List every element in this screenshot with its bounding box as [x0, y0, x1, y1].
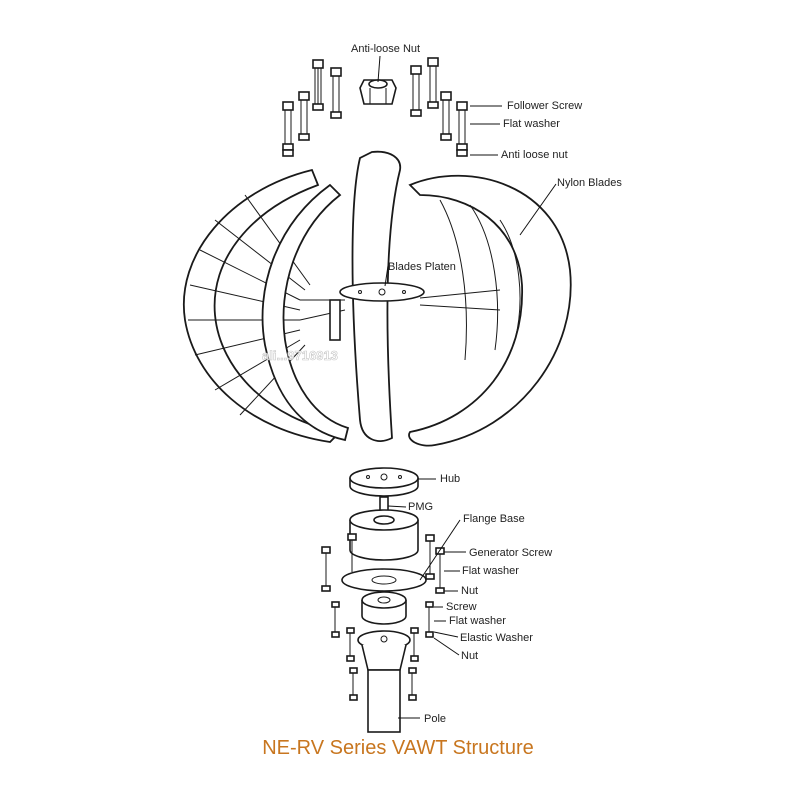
flange-screws	[331, 601, 434, 662]
pole	[367, 669, 401, 733]
anti-loose-nut-small	[282, 149, 294, 157]
label-pole: Pole	[424, 713, 446, 725]
label-flat-washer-mid: Flat washer	[462, 565, 519, 577]
label-nut-mid: Nut	[461, 585, 478, 597]
generator-screws	[321, 533, 445, 594]
top-bolts	[282, 57, 468, 157]
label-nut-low: Nut	[461, 650, 478, 662]
blade-support	[329, 299, 341, 341]
anti-loose-nut-large	[359, 79, 397, 105]
pmg-generator	[349, 496, 419, 561]
blades-platen	[339, 282, 425, 302]
pole-screws	[349, 667, 417, 701]
label-flat-washer-top: Flat washer	[503, 118, 560, 130]
blade-fins	[439, 199, 521, 361]
follower-screw-bolt	[440, 91, 452, 141]
label-anti-loose-nut: Anti loose nut	[501, 149, 568, 161]
leader-lines	[377, 55, 557, 719]
label-screw: Screw	[446, 601, 477, 613]
follower-screw-bolt	[330, 67, 342, 119]
flange-base	[361, 591, 407, 625]
follower-screw-bolt	[298, 91, 310, 141]
pole-mount	[357, 630, 411, 733]
follower-screw-bolt	[410, 65, 422, 117]
follower-screw-bolt	[427, 57, 439, 109]
nylon-blades-assembly	[182, 150, 572, 447]
watermark: ali...9716913	[262, 348, 338, 363]
label-pmg: PMG	[408, 501, 433, 513]
label-follower-screw: Follower Screw	[507, 100, 582, 112]
label-generator-screw: Generator Screw	[469, 547, 552, 559]
anti-loose-nut-small	[456, 149, 468, 157]
label-blades-platen: Blades Platen	[388, 261, 456, 273]
label-flat-washer-low: Flat washer	[449, 615, 506, 627]
follower-screw-bolt	[312, 59, 324, 111]
flange-base-plate	[341, 568, 427, 592]
follower-screw-bolt	[456, 101, 468, 151]
diagram-title: NE-RV Series VAWT Structure	[262, 737, 534, 759]
label-flange-base: Flange Base	[463, 513, 525, 525]
label-elastic-washer: Elastic Washer	[460, 632, 533, 644]
follower-screw-bolt	[282, 101, 294, 151]
label-anti-loose-nut-top: Anti-loose Nut	[351, 43, 420, 55]
label-nylon-blades: Nylon Blades	[557, 177, 622, 189]
hub-disc	[349, 467, 419, 497]
label-hub: Hub	[440, 473, 460, 485]
